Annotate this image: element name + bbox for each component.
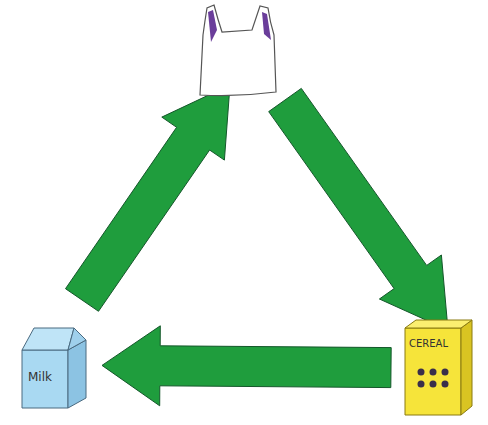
cycle-arrow <box>102 326 391 406</box>
plastic-bag <box>200 5 276 96</box>
cereal-box: CEREAL <box>403 318 475 418</box>
cereal-box-shape <box>403 318 475 418</box>
milk-carton: Milk <box>18 320 90 410</box>
cycle-arrow <box>66 85 231 311</box>
milk-carton-shape <box>18 320 90 410</box>
cycle-arrow <box>269 88 448 330</box>
cereal-box-label: CEREAL <box>409 338 448 349</box>
milk-carton-label: Milk <box>28 370 52 384</box>
